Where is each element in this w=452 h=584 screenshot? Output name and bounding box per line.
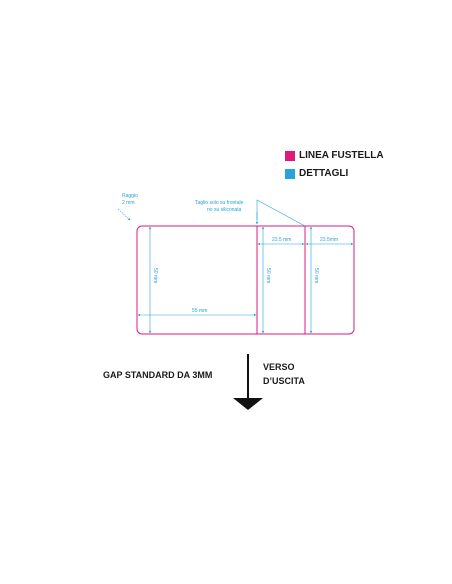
die-line-swatch: [285, 150, 295, 161]
dim-height-mid: 50 mm: [265, 268, 271, 283]
cut-note-leader: [256, 199, 306, 227]
dim-height-main: 50 mm: [152, 268, 158, 283]
dim-width-main: 55 mm: [192, 308, 207, 314]
radius-label-line1: Raggio: [122, 193, 138, 199]
radius-label-line2: 2 mm: [122, 200, 135, 206]
legend-label: LINEA FUSTELLA: [299, 150, 384, 161]
exit-label-line1: VERSO: [263, 362, 295, 372]
exit-label-line2: D’USCITA: [263, 376, 305, 386]
gap-label: GAP STANDARD DA 3MM: [103, 370, 213, 380]
radius-arrow: [117, 208, 131, 221]
legend-item-details: DETTAGLI: [285, 168, 348, 179]
legend-item-die-line: LINEA FUSTELLA: [285, 150, 384, 161]
cut-note-line1: Taglio solo su frontale: [195, 200, 244, 206]
details-swatch: [285, 168, 295, 179]
legend-label: DETTAGLI: [299, 168, 349, 179]
dim-width-mid: 22.5 mm: [272, 237, 291, 243]
cut-note-line2: no su siliconata: [207, 207, 242, 213]
die-line-outline: [136, 225, 355, 335]
dim-height-right: 50 mm: [313, 268, 319, 283]
exit-arrow-head: [233, 398, 263, 410]
dim-width-right: 22.5mm: [320, 237, 338, 243]
